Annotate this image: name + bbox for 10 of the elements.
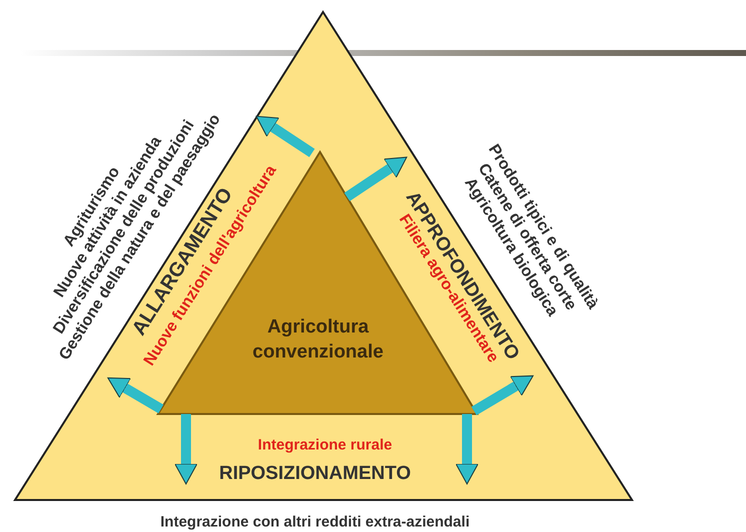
side-subheading: Integrazione rurale	[258, 436, 392, 454]
block-arrow	[107, 377, 164, 414]
side-subheading: RIPOSIZIONAMENTO	[219, 463, 411, 485]
footer-note: Integrazione con altri redditi extra-aziendali	[160, 514, 470, 530]
block-arrow	[256, 116, 315, 158]
block-arrow	[174, 414, 198, 484]
block-arrow	[471, 375, 534, 416]
block-arrow	[456, 414, 478, 484]
center-label: Agricoltura convenzionale	[252, 315, 384, 364]
block-arrow	[344, 156, 408, 202]
